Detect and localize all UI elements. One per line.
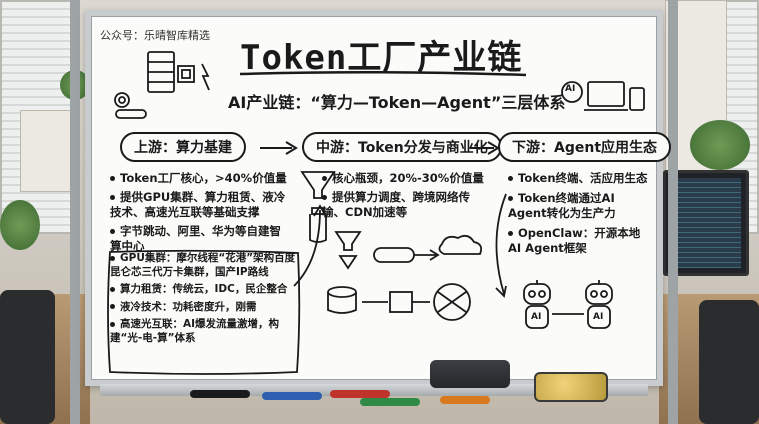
- detail-item: 液冷技术：功耗密度升，刚需: [110, 301, 300, 315]
- database-icon: [330, 290, 331, 291]
- bullet: 核心瓶颈，20%-30%价值量: [322, 171, 492, 186]
- robot-label: AI: [531, 312, 542, 322]
- robot-icon: [523, 280, 613, 329]
- cloud-icon: [450, 240, 451, 241]
- green-marker[interactable]: [360, 398, 420, 406]
- tier-upstream: 上游：算力基建: [120, 132, 246, 162]
- bullet: Token终端通过AI Agent转化为生产力: [508, 191, 616, 220]
- tier-midstream: 中游：Token分发与商业化: [302, 132, 502, 162]
- bullet: 字节跳动、阿里、华为等自建智算中心: [110, 224, 281, 253]
- plant: [0, 200, 40, 250]
- title-underline: [239, 70, 527, 77]
- office-chair: [0, 290, 55, 424]
- bullet: Token终端、活应用生态: [508, 171, 648, 186]
- lightning-icon: [203, 62, 204, 63]
- flow-arrow: [293, 204, 327, 287]
- network-icon: [327, 231, 483, 321]
- flow-arrow: [495, 193, 507, 298]
- tier-downstream: 下游：Agent应用生态: [498, 132, 672, 162]
- caption: 公众号：乐晴智库精选: [100, 29, 210, 42]
- eraser[interactable]: [534, 372, 608, 402]
- office-chair: [699, 300, 759, 424]
- devices-icon: [561, 81, 645, 111]
- subtitle: AI产业链：“算力—Token—Agent”三层体系: [228, 93, 566, 112]
- monitor: [663, 170, 749, 276]
- server-rack-icon: [114, 51, 210, 119]
- devices-ai-label: AI: [565, 84, 576, 94]
- bullet: Token工厂核心，>40%价值量: [110, 171, 292, 186]
- blue-marker[interactable]: [262, 392, 322, 400]
- robot-label: AI: [593, 312, 604, 322]
- upstream-details: GPU集群：摩尔线程“花港”架构百度昆仑芯三代万卡集群，国产IP路线 算力租赁：…: [110, 252, 300, 345]
- whiteboard-stand: [70, 0, 80, 424]
- plant: [690, 120, 750, 170]
- gear-icon: [118, 95, 119, 96]
- downstream-bullets: Token终端、活应用生态 Token终端通过AI Agent转化为生产力 Op…: [508, 171, 648, 256]
- upstream-bullets: Token工厂核心，>40%价值量 提供GPU集群、算力租赁、液冷技术、高速光互…: [110, 171, 292, 254]
- midstream-bullets: 核心瓶颈，20%-30%价值量 提供算力调度、跨境网络传输、CDN加速等: [322, 171, 492, 220]
- wall-board: [20, 110, 77, 192]
- black-marker[interactable]: [190, 390, 250, 398]
- orange-marker[interactable]: [440, 396, 490, 404]
- eraser[interactable]: [430, 360, 510, 388]
- upstream-detail-box: [107, 249, 301, 375]
- chip-icon: [180, 70, 181, 71]
- whiteboard-stand: [668, 0, 678, 424]
- arrow-mid-to-down: [470, 141, 500, 155]
- bullet: 提供GPU集群、算力租赁、液冷技术、高速光互联等基础支撑: [110, 190, 286, 219]
- detail-item: GPU集群：摩尔线程“花港”架构百度昆仑芯三代万卡集群，国产IP路线: [110, 252, 296, 278]
- detail-item: 算力租赁：传统云，IDC，民企整合: [110, 283, 300, 297]
- detail-item: 高速光互联：AI爆发流量激增，构建“光-电-算”体系: [110, 318, 280, 344]
- pipe-icon: [120, 112, 121, 113]
- bullet: 提供算力调度、跨境网络传输、CDN加速等: [322, 190, 470, 219]
- red-marker[interactable]: [330, 390, 390, 398]
- bullet: OpenClaw：开源本地AI Agent框架: [508, 226, 641, 255]
- arrow-up-to-mid: [260, 141, 298, 155]
